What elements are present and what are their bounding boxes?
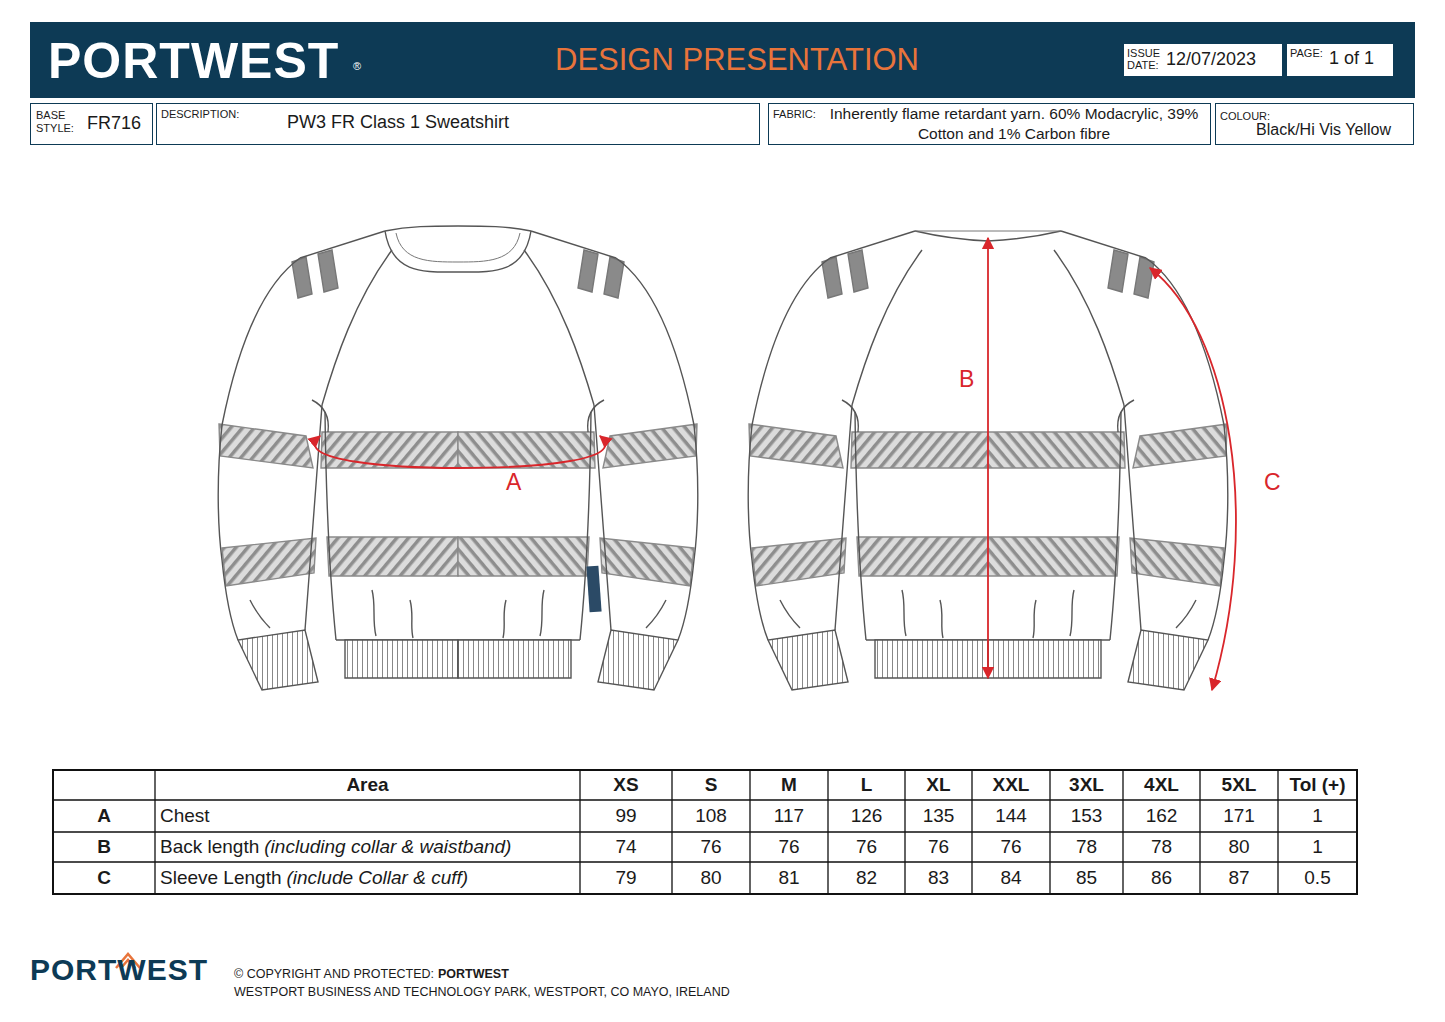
area-name: Sleeve Length <box>160 867 282 888</box>
field-label: BASE STYLE: <box>36 109 78 135</box>
table-value: 82 <box>828 866 905 890</box>
table-value: 87 <box>1200 866 1278 890</box>
table-value: 76 <box>672 835 750 859</box>
size-table-grid <box>53 770 1357 894</box>
table-header: 4XL <box>1123 773 1200 797</box>
field-value: Black/Hi Vis Yellow <box>1236 121 1411 139</box>
footer-logo: PORTWEST <box>30 953 208 987</box>
callout-letter: C <box>1264 469 1281 496</box>
field-label: COLOUR: <box>1220 110 1270 122</box>
callout-letter: A <box>506 469 521 496</box>
callout-letter: B <box>959 366 974 393</box>
table-value: 74 <box>580 835 672 859</box>
table-value: 99 <box>580 804 672 828</box>
table-header: S <box>672 773 750 797</box>
colour-box: COLOUR:Black/Hi Vis Yellow <box>1215 103 1414 145</box>
table-value: 1 <box>1278 835 1357 859</box>
field-value: PW3 FR Class 1 Sweatshirt <box>287 112 509 133</box>
table-header: XL <box>905 773 972 797</box>
table-value: 80 <box>672 866 750 890</box>
garment-tag <box>586 566 601 613</box>
field-value: 1 of 1 <box>1329 48 1374 69</box>
table-header: M <box>750 773 828 797</box>
front-right-half <box>458 226 698 690</box>
table-value: 144 <box>972 804 1050 828</box>
issue-date-box: ISSUE DATE:12/07/2023 <box>1124 44 1282 76</box>
table-value: 126 <box>828 804 905 828</box>
chest-dimension <box>315 436 605 468</box>
area-name-cell: Back length(including collar & waistband… <box>160 835 511 859</box>
brand-logo: PORTWEST <box>48 32 339 90</box>
table-value: 162 <box>1123 804 1200 828</box>
table-value: 76 <box>750 835 828 859</box>
table-header: Area <box>155 773 580 797</box>
back-left-half <box>748 231 988 690</box>
field-label: PAGE: <box>1290 47 1323 59</box>
area-note: (including collar & waistband) <box>264 836 511 857</box>
table-value: 76 <box>905 835 972 859</box>
page-title: DESIGN PRESENTATION <box>555 42 919 78</box>
table-header: 3XL <box>1050 773 1123 797</box>
area-name: Chest <box>160 805 210 826</box>
table-value: 117 <box>750 804 828 828</box>
table-value: 78 <box>1050 835 1123 859</box>
base-style-box: BASE STYLE: FR716 <box>30 103 153 145</box>
sleeve-length-dimension <box>1150 268 1236 690</box>
area-name-cell: Chest <box>160 804 210 828</box>
row-letter: C <box>53 866 155 890</box>
page-box: PAGE: 1 of 1 <box>1287 44 1393 76</box>
copyright-owner: PORTWEST <box>438 967 509 981</box>
table-value: 79 <box>580 866 672 890</box>
field-value: 12/07/2023 <box>1166 49 1256 70</box>
table-header: XXL <box>972 773 1050 797</box>
area-name-cell: Sleeve Length(include Collar & cuff) <box>160 866 468 890</box>
area-note: (include Collar & cuff) <box>287 867 469 888</box>
fabric-box: FABRIC:Inherently flame retardant yarn. … <box>768 103 1211 145</box>
table-value: 85 <box>1050 866 1123 890</box>
table-value: 86 <box>1123 866 1200 890</box>
table-value: 153 <box>1050 804 1123 828</box>
table-value: 76 <box>972 835 1050 859</box>
table-value: 171 <box>1200 804 1278 828</box>
table-value: 84 <box>972 866 1050 890</box>
back-length-dimension <box>987 238 989 678</box>
table-value: 0.5 <box>1278 866 1357 890</box>
table-value: 135 <box>905 804 972 828</box>
table-value: 80 <box>1200 835 1278 859</box>
field-value: Inherently flame retardant yarn. 60% Mod… <box>819 104 1209 144</box>
field-label: FABRIC: <box>773 108 816 120</box>
table-header: Tol (+) <box>1278 773 1357 797</box>
address-line: WESTPORT BUSINESS AND TECHNOLOGY PARK, W… <box>234 985 730 999</box>
field-label: DESCRIPTION: <box>161 108 239 120</box>
row-letter: A <box>53 804 155 828</box>
field-label: ISSUE DATE: <box>1127 47 1161 71</box>
trademark: ® <box>353 60 361 72</box>
table-header: 5XL <box>1200 773 1278 797</box>
table-value: 78 <box>1123 835 1200 859</box>
header-bar: PORTWEST DESIGN PRESENTATION ISSUE DATE:12… <box>30 22 1415 98</box>
table-value: 1 <box>1278 804 1357 828</box>
table-header: XS <box>580 773 672 797</box>
row-letter: B <box>53 835 155 859</box>
table-value: 108 <box>672 804 750 828</box>
back-right-half <box>988 231 1228 690</box>
table-header: L <box>828 773 905 797</box>
copyright-text: © COPYRIGHT AND PROTECTED: <box>234 967 434 981</box>
description-box: DESCRIPTION: PW3 FR Class 1 Sweatshirt <box>156 103 760 145</box>
table-value: 76 <box>828 835 905 859</box>
copyright-line: © COPYRIGHT AND PROTECTED: PORTWEST <box>234 967 509 981</box>
field-value: FR716 <box>87 113 141 134</box>
front-view <box>218 226 698 690</box>
area-name: Back length <box>160 836 259 857</box>
table-value: 83 <box>905 866 972 890</box>
table-value: 81 <box>750 866 828 890</box>
back-view <box>748 231 1228 690</box>
